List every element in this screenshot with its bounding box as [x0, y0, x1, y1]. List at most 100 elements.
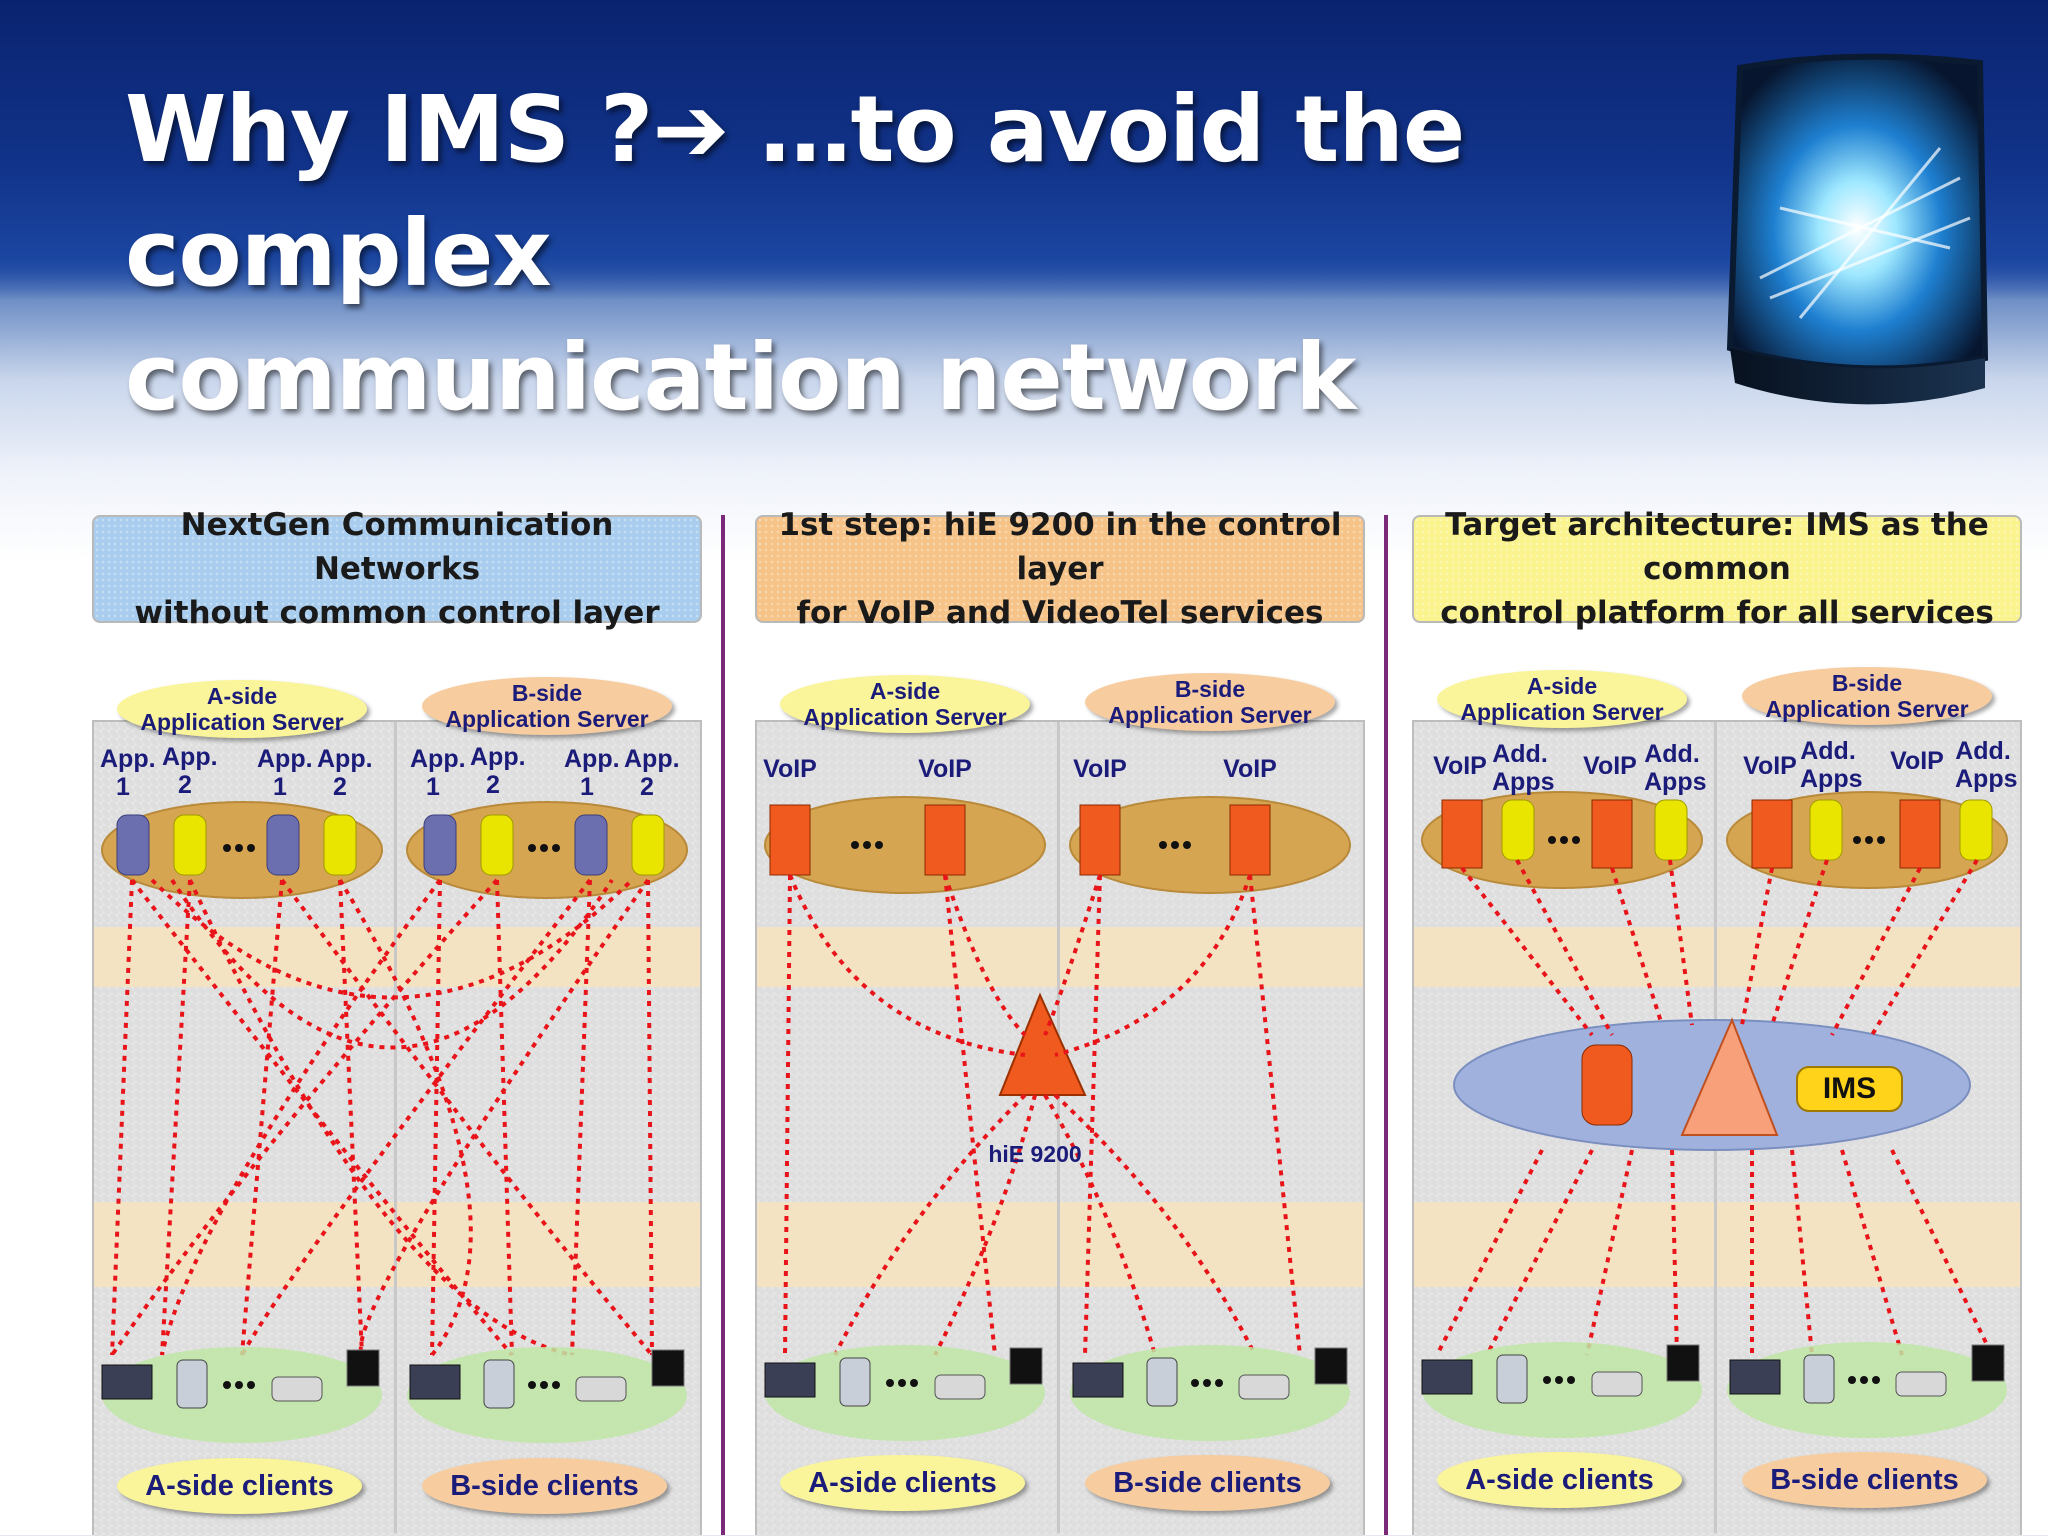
panel-divider	[1384, 515, 1388, 1535]
a-side-clients-label: A-side clients	[117, 1458, 362, 1514]
laptop-icon	[1072, 1362, 1124, 1398]
phone-icon	[934, 1374, 986, 1400]
add-apps-label: Add.Apps	[1492, 740, 1555, 796]
monitor-icon	[1314, 1347, 1348, 1385]
panel-header-line-1: Target architecture: IMS as the common	[1445, 507, 1989, 587]
b-side-clients-label: B-side clients	[422, 1458, 667, 1514]
b-side-app-server-label: B-side Application Server	[1742, 667, 1992, 725]
panel-header-line-2: for VoIP and VideoTel services	[796, 595, 1324, 631]
phone-icon	[271, 1376, 323, 1402]
monitor-icon	[1971, 1344, 2005, 1382]
panel-ims-target: Target architecture: IMS as the common c…	[1412, 507, 2022, 1536]
panel-3-graphics	[1421, 791, 2008, 1438]
slide-title: Why IMS ?➔ …to avoid the complex communi…	[125, 68, 1845, 440]
app-label: App.1	[564, 745, 620, 801]
ellipsis-icon	[886, 1379, 918, 1387]
panel-no-common-control: NextGen Communication Networks without c…	[92, 507, 702, 1536]
panel-2-graphics	[764, 796, 1351, 1441]
app-label: App.2	[624, 745, 680, 801]
disk-icons	[116, 814, 665, 876]
a-side-app-server-label: A-side Application Server	[780, 675, 1030, 733]
voip-label: VoIP	[1890, 747, 1944, 775]
voip-label: VoIP	[1433, 752, 1487, 780]
laptop-icon	[101, 1364, 153, 1400]
app-label: App.1	[257, 745, 313, 801]
monitor-icon	[651, 1349, 685, 1387]
panel-divider	[721, 515, 725, 1535]
b-side-clients-label: B-side clients	[1742, 1452, 1987, 1508]
pda-icon	[1803, 1354, 1835, 1404]
app-label: App.1	[100, 745, 156, 801]
title-band	[0, 0, 2048, 300]
ellipsis-icon	[1848, 1376, 1880, 1384]
voip-and-app-icons	[1441, 799, 1993, 869]
client-device-icons	[764, 1347, 1348, 1407]
add-apps-label: Add.Apps	[1644, 740, 1707, 796]
panel-hie-9200-step: 1st step: hiE 9200 in the control layer …	[755, 507, 1365, 1536]
panel-header-line-1: 1st step: hiE 9200 in the control layer	[778, 507, 1342, 587]
ellipsis-icon	[851, 841, 1191, 849]
voip-label: VoIP	[918, 755, 972, 783]
app-label: App.2	[317, 745, 373, 801]
control-links	[783, 874, 1302, 1356]
hie-9200-switch-icon	[998, 992, 1087, 1096]
voip-sip-box-icons	[769, 804, 1271, 876]
monitor-icon	[346, 1349, 380, 1387]
laptop-icon	[409, 1364, 461, 1400]
laptop-icon	[1729, 1359, 1781, 1395]
voip-label: VoIP	[1743, 752, 1797, 780]
ellipsis-icon	[1191, 1379, 1223, 1387]
ims-database-icon	[1581, 1044, 1633, 1126]
voip-label: VoIP	[1223, 755, 1277, 783]
a-side-clients-label: A-side clients	[1437, 1452, 1682, 1508]
phone-icon	[575, 1376, 627, 1402]
ims-control-icon	[1680, 1017, 1779, 1136]
panel-header-line-1: NextGen Communication Networks	[180, 507, 614, 587]
title-line-1: Why IMS ?➔ …to avoid the complex	[125, 76, 1465, 307]
client-device-icons	[101, 1349, 685, 1409]
pda-icon	[176, 1359, 208, 1409]
hie-9200-label: hiE 9200	[988, 1141, 1082, 1167]
b-side-app-server-label: B-side Application Server	[422, 677, 672, 735]
ellipsis-icon	[223, 844, 560, 852]
monitor-icon	[1009, 1347, 1043, 1385]
monitor-icon	[1666, 1344, 1700, 1382]
voip-label: VoIP	[1073, 755, 1127, 783]
client-device-icons	[1421, 1344, 2005, 1404]
panel-1-graphics	[101, 801, 688, 1443]
title-line-2: communication network	[125, 324, 1356, 431]
mesh-links	[110, 878, 654, 1357]
app-label: App.2	[470, 743, 526, 799]
b-side-clients-label: B-side clients	[1085, 1455, 1330, 1511]
panel-header: NextGen Communication Networks without c…	[92, 507, 702, 631]
a-side-clients-label: A-side clients	[780, 1455, 1025, 1511]
add-apps-label: Add.Apps	[1955, 737, 2018, 793]
phone-icon	[1238, 1374, 1290, 1400]
app-label: App.1	[410, 745, 466, 801]
ellipsis-icon	[528, 1381, 560, 1389]
ellipsis-icon	[223, 1381, 255, 1389]
add-apps-label: Add.Apps	[1800, 737, 1863, 793]
pda-icon	[839, 1357, 871, 1407]
phone-icon	[1895, 1371, 1947, 1397]
panel-header-line-2: without common control layer	[134, 595, 660, 631]
voip-label: VoIP	[763, 755, 817, 783]
laptop-icon	[1421, 1359, 1473, 1395]
ims-badge	[1796, 1066, 1903, 1112]
a-side-app-server-label: A-side Application Server	[1437, 670, 1687, 728]
b-side-app-server-label: B-side Application Server	[1085, 673, 1335, 731]
pda-icon	[483, 1359, 515, 1409]
panel-header: Target architecture: IMS as the common c…	[1412, 507, 2022, 631]
a-side-app-server-label: A-side Application Server	[117, 680, 367, 738]
voip-label: VoIP	[1583, 752, 1637, 780]
ims-label: IMS	[1822, 1072, 1877, 1105]
phone-icon	[1591, 1371, 1643, 1397]
panel-header-line-2: control platform for all services	[1440, 595, 1994, 631]
ellipsis-icon	[1548, 836, 1885, 844]
pda-icon	[1496, 1354, 1528, 1404]
pda-icon	[1146, 1357, 1178, 1407]
ims-links	[1435, 858, 1994, 1356]
laptop-icon	[764, 1362, 816, 1398]
app-label: App.2	[162, 743, 218, 799]
panel-header: 1st step: hiE 9200 in the control layer …	[755, 507, 1365, 631]
